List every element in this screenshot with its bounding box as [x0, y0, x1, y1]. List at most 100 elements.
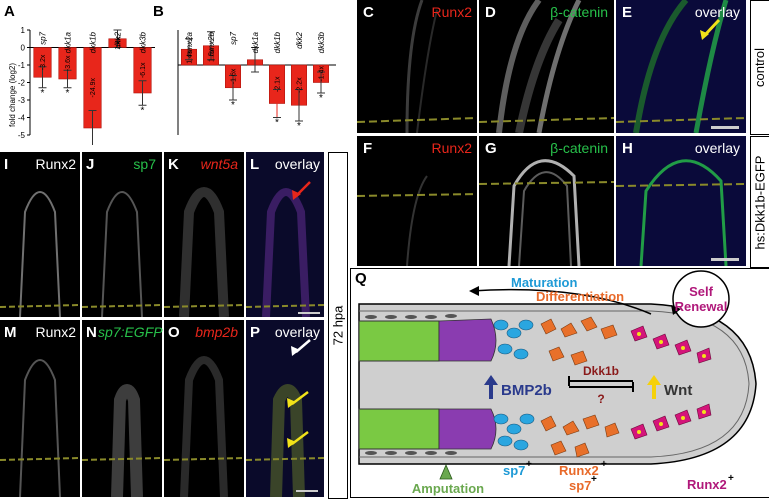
panel-j-signal [82, 191, 162, 317]
y-tick-label: -4 [18, 114, 26, 123]
chart-a-ylabel: fold change (log2) [8, 63, 17, 127]
wnt-text: Wnt [664, 382, 692, 399]
panel-j-image [82, 152, 162, 317]
data-label-dkk1b: -24.9x [90, 78, 97, 98]
panel-n-image [82, 320, 162, 497]
self-renewal-circle [672, 270, 730, 328]
panel-letter-g: G [485, 140, 497, 157]
differentiation-text: Differentiation [536, 289, 624, 304]
purple-top [438, 318, 497, 362]
panel-letter-j: J [86, 156, 95, 173]
panel-letter-h: H [622, 140, 633, 157]
panel-g-signal [479, 159, 614, 266]
label-f: Runx2 [431, 140, 472, 156]
significance-sp7: * [41, 88, 45, 99]
category-label-dkk1a: dkk1a [251, 31, 260, 53]
panel-p-image [246, 320, 324, 497]
panel-f-signal [357, 175, 477, 266]
significance-dkk2: * [297, 121, 301, 132]
label-h: overlay [694, 140, 740, 156]
significance-dkk3b: * [141, 105, 145, 116]
amputation-arrow-icon [439, 463, 453, 480]
panel-m-signal [0, 359, 80, 497]
category-label-sp7: sp7 [39, 31, 48, 44]
bmp-text: BMP2b [501, 382, 552, 399]
category-label-runx2b: runx2b [207, 31, 216, 56]
side-label-hs: hs:Dkk1b-EGFP [750, 136, 769, 268]
chart-a: A fold change (log2) -5-4-3-2-101sp7-3.2… [4, 3, 155, 145]
category-label-dkk3b: dkk3b [317, 31, 326, 53]
blue-cells [493, 319, 535, 451]
sp7-sup: + [526, 459, 532, 470]
panel-h-signal [616, 136, 746, 266]
panel-d-image [479, 0, 614, 133]
panel-f-image [357, 136, 477, 266]
significance-sp7: * [231, 100, 235, 111]
data-label-dkk1b: -2.1x [275, 76, 282, 92]
label-o: bmp2b [195, 324, 238, 340]
diagram-q-svg: Maturation Differentiation Self Renewal … [358, 270, 757, 496]
maturation-arrow [470, 288, 652, 315]
panel-c-signal [357, 0, 477, 133]
panel-letter-i: I [4, 156, 9, 173]
bone-top [358, 320, 440, 362]
panel-k-image [164, 152, 244, 317]
significance-dkk1a: * [66, 88, 70, 99]
side-label-control: control [750, 0, 769, 135]
label-m: Runx2 [35, 324, 76, 340]
label-e: overlay [694, 4, 740, 20]
panel-c-image [357, 0, 477, 133]
label-c: Runx2 [431, 4, 472, 20]
panel-i-signal [0, 191, 80, 317]
orange-cells [540, 316, 620, 458]
data-label-runx2a: 1.4x [187, 50, 194, 64]
y-tick-label: -2 [18, 79, 26, 88]
y-tick-label: -3 [18, 96, 26, 105]
data-label-sp7: -1.6x [231, 68, 238, 84]
panel-m-image [0, 320, 80, 497]
category-label-dkk3b: dkk3b [139, 31, 148, 53]
panel-d-signal [479, 0, 614, 133]
panel-letter-d: D [485, 4, 496, 21]
wnt-arrow-icon [647, 375, 661, 399]
y-tick-label: 0 [21, 44, 26, 53]
maturation-text: Maturation [511, 275, 578, 290]
label-j: sp7 [133, 156, 156, 172]
panel-letter-q: Q [355, 270, 367, 287]
label-k: wnt5a [200, 156, 238, 172]
bone-bottom [358, 408, 440, 450]
y-tick-label: -1 [18, 61, 26, 70]
data-label-dkk3b: -6.1x [140, 62, 147, 78]
runx2sp7-sup-1: + [601, 459, 607, 470]
panel-letter-m: M [4, 324, 17, 341]
dkk-text: Dkk1b [583, 364, 619, 378]
label-l: overlay [274, 156, 320, 172]
panel-letter-c: C [363, 4, 374, 21]
runx2sp7-text-2: sp7 [569, 478, 591, 493]
runx2-right-sup: + [728, 473, 734, 484]
purple-bottom [438, 408, 497, 450]
label-n: sp7:EGFP [98, 324, 163, 340]
bmp-arrow-icon [484, 375, 498, 399]
runx2-right-text: Runx2 [687, 477, 727, 492]
magenta-cell-nuclei [637, 332, 706, 434]
category-label-dkk1b: dkk1b [273, 31, 282, 53]
panel-letter-a: A [4, 3, 15, 20]
amputation-text: Amputation [412, 481, 484, 496]
significance-dkk3b: * [319, 93, 323, 104]
data-label-runx2b: 1.5x [209, 48, 216, 62]
category-label-sp7: sp7 [229, 31, 238, 44]
significance-dkk1b: * [275, 118, 279, 129]
panel-letter-p: P [250, 324, 261, 341]
panel-p-signal [246, 320, 324, 497]
panel-letter-n: N [86, 324, 97, 341]
panel-h-image [616, 136, 746, 266]
runx2sp7-text-1: Runx2 [559, 463, 599, 478]
side-label-hpa: 72 hpa [328, 152, 348, 499]
y-tick-label: 1 [21, 26, 26, 35]
label-i: Runx2 [35, 156, 76, 172]
category-label-runx2a: runx2a [185, 31, 194, 56]
panel-k-signal [164, 187, 244, 317]
question-text: ? [597, 392, 604, 406]
